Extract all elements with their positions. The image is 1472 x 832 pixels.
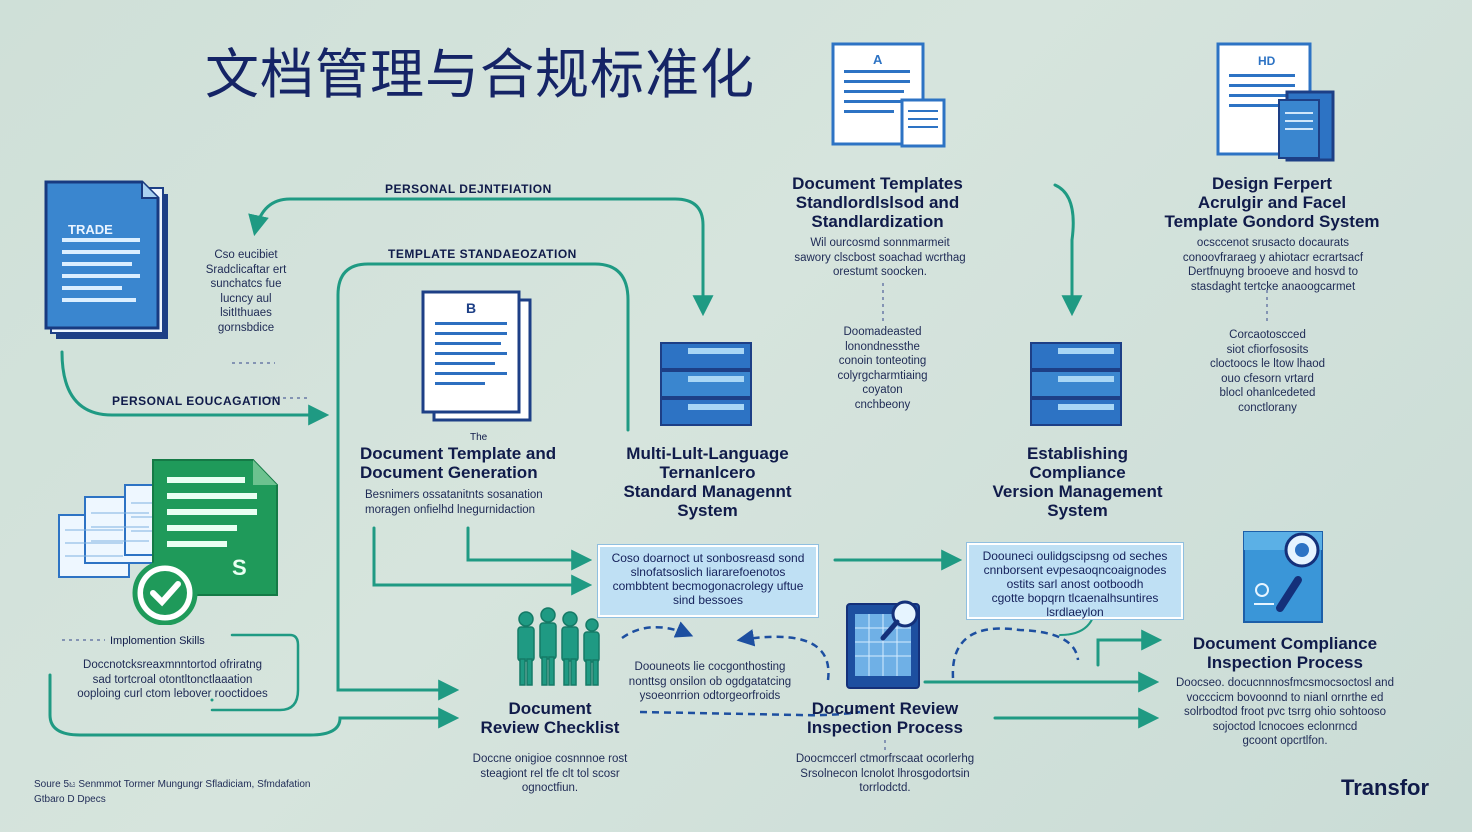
server-stack-icon <box>660 342 752 426</box>
brand-logo: Transfor <box>1341 775 1430 800</box>
document-d-icon <box>1216 42 1335 162</box>
the-label: The <box>470 432 488 443</box>
inspection-tablet-icon <box>846 600 920 689</box>
arrow-top-to-multilang <box>653 197 714 317</box>
arrow-to-compliance-1 <box>1096 629 1163 667</box>
impl-bracket <box>210 633 300 712</box>
personal-identification-label: PERSONAL DEJNTFIATION <box>385 182 552 196</box>
compliance-search-icon <box>1243 531 1323 623</box>
doc-d-label: HD <box>1258 54 1276 68</box>
review-team-icon <box>517 607 600 686</box>
dash-checklist-to-review <box>621 621 694 640</box>
page-title: 文档管理与合规标准化 <box>205 43 755 106</box>
arrow-doc-templates-down <box>1053 183 1083 317</box>
compliance-server-icon <box>1030 342 1122 426</box>
document-b-icon <box>421 290 532 422</box>
stacked-document-icon <box>44 180 168 339</box>
arrow-to-box-2 <box>372 526 593 596</box>
template-standardization-label: TEMPLATE STANDAEOZATION <box>388 247 577 261</box>
document-a-icon <box>831 42 946 148</box>
dash-right-curve <box>951 627 1080 679</box>
doc-a-label: A <box>873 52 883 67</box>
implementation-skills-label: Implomention Skills <box>110 635 205 647</box>
arrow-to-box-1 <box>466 526 593 571</box>
spreadsheet-check-icon <box>58 459 278 625</box>
personal-education-label: PERSONAL EOUCAGATION <box>112 394 281 408</box>
dash-bottom-link <box>639 710 861 717</box>
arrow-impl-to-checklist <box>48 673 460 737</box>
trade-doc-label: TRADE <box>68 222 113 237</box>
spreadsheet-s-label: S <box>232 555 247 580</box>
arrow-template-loop <box>336 262 630 701</box>
arrow-left-curve <box>60 350 330 426</box>
doc-b-label: B <box>466 300 477 316</box>
footer-note: Soure 5ಟ Senmmot Tormer Mungungr Sfladic… <box>34 779 311 805</box>
arrow-top-to-left <box>248 197 657 237</box>
